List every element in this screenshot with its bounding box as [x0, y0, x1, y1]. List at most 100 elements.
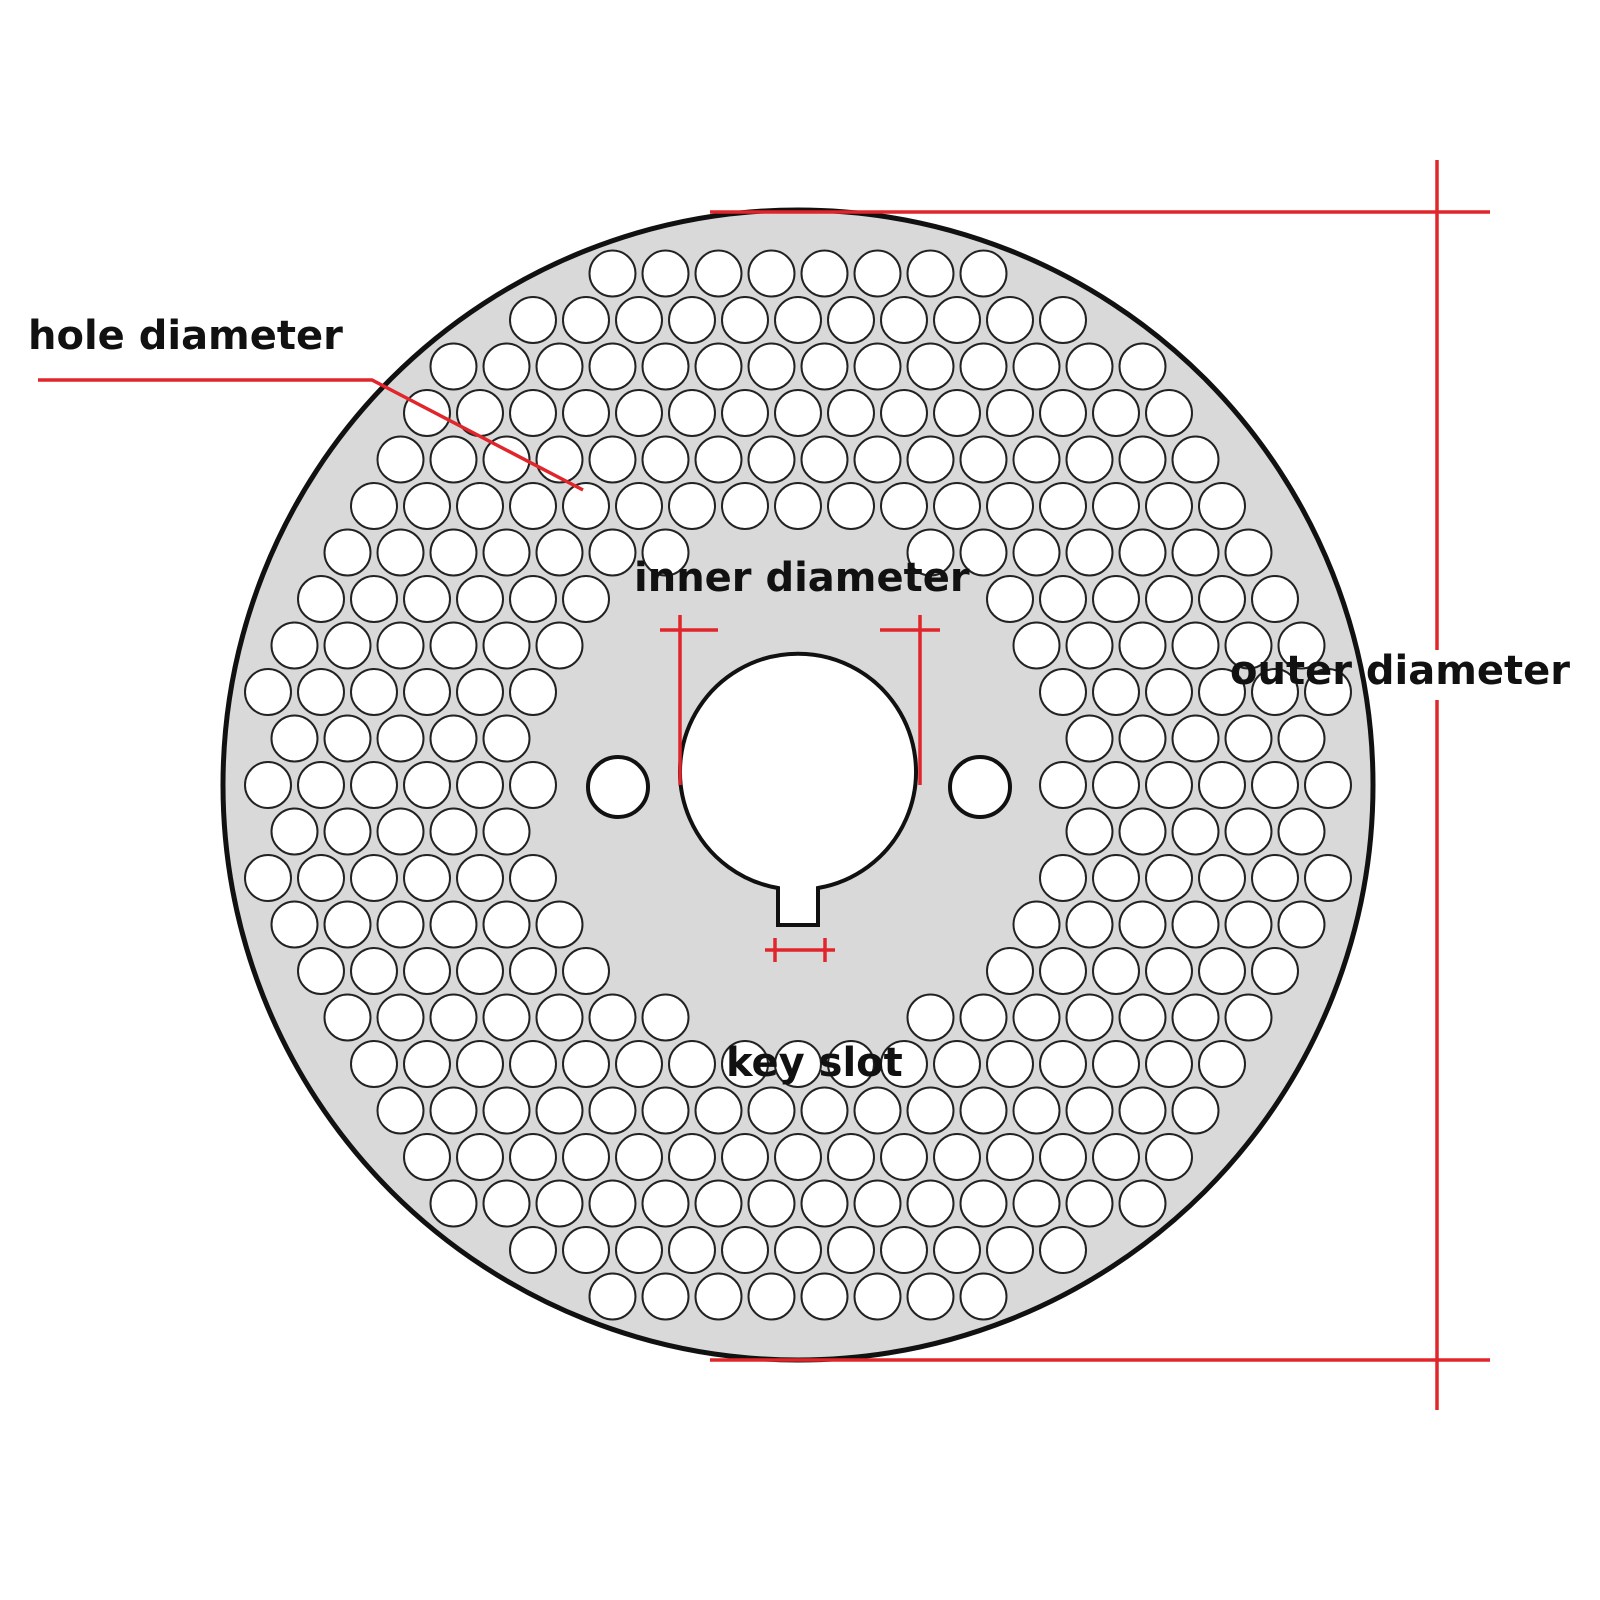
- pellet-hole: [668, 1040, 716, 1088]
- pellet-hole: [1039, 575, 1087, 623]
- pellet-hole: [1039, 668, 1087, 716]
- pellet-holes: [244, 249, 1352, 1321]
- pellet-hole: [535, 528, 584, 577]
- pellet-hole: [986, 389, 1034, 437]
- outer-diameter-label: outer diameter: [1230, 648, 1570, 694]
- pellet-hole: [906, 435, 955, 484]
- pellet-hole: [350, 947, 398, 995]
- pellet-hole: [350, 1040, 398, 1088]
- pellet-hole: [297, 854, 345, 902]
- pellet-hole: [509, 389, 557, 437]
- pellet-hole: [641, 435, 690, 484]
- pellet-hole: [376, 528, 425, 577]
- pellet-hole: [747, 342, 796, 391]
- pellet-hole: [403, 575, 451, 623]
- pellet-hole: [986, 575, 1034, 623]
- pellet-hole: [774, 296, 822, 344]
- pellet-hole: [429, 993, 478, 1042]
- pellet-hole: [641, 342, 690, 391]
- pellet-hole: [1224, 900, 1273, 949]
- pellet-hole: [1224, 807, 1273, 856]
- pellet-hole: [1251, 575, 1299, 623]
- pellet-hole: [1039, 389, 1087, 437]
- pellet-hole: [1118, 342, 1167, 391]
- pellet-hole: [376, 435, 425, 484]
- pellet-hole: [959, 342, 1008, 391]
- pellet-hole: [774, 1226, 822, 1274]
- pellet-hole: [270, 900, 319, 949]
- pellet-hole: [1277, 807, 1326, 856]
- pellet-hole: [1092, 761, 1140, 809]
- pellet-hole: [986, 482, 1034, 530]
- pellet-hole: [615, 389, 663, 437]
- pellet-hole: [1145, 1040, 1193, 1088]
- pellet-hole: [615, 1226, 663, 1274]
- pellet-hole: [1224, 714, 1273, 763]
- pellet-hole: [641, 528, 690, 577]
- pellet-hole: [774, 482, 822, 530]
- pellet-hole: [535, 900, 584, 949]
- pellet-hole: [403, 1040, 451, 1088]
- pellet-hole: [1171, 807, 1220, 856]
- pellet-hole: [588, 528, 637, 577]
- pellet-hole: [933, 1040, 981, 1088]
- pellet-hole: [1092, 947, 1140, 995]
- pellet-hole: [615, 296, 663, 344]
- pellet-hole: [1039, 482, 1087, 530]
- pellet-hole: [1092, 1040, 1140, 1088]
- pellet-hole: [244, 668, 292, 716]
- pellet-hole: [800, 1179, 849, 1228]
- pellet-hole: [1092, 575, 1140, 623]
- pellet-hole: [535, 621, 584, 670]
- pellet-hole: [1171, 528, 1220, 577]
- pellet-hole: [1198, 761, 1246, 809]
- pellet-hole: [482, 621, 531, 670]
- pellet-hole: [1145, 575, 1193, 623]
- pellet-hole: [509, 575, 557, 623]
- pellet-hole: [270, 714, 319, 763]
- pellet-hole: [668, 389, 716, 437]
- pellet-hole: [403, 389, 451, 437]
- pellet-hole: [986, 1226, 1034, 1274]
- pellet-hole: [747, 1179, 796, 1228]
- pellet-hole: [906, 249, 955, 298]
- pellet-hole: [1224, 528, 1273, 577]
- pellet-hole: [588, 1086, 637, 1135]
- pellet-hole: [403, 1133, 451, 1181]
- pellet-hole: [429, 528, 478, 577]
- pellet-hole: [588, 249, 637, 298]
- pellet-hole: [1092, 482, 1140, 530]
- pellet-hole: [244, 854, 292, 902]
- pellet-hole: [986, 947, 1034, 995]
- pellet-hole: [1145, 1133, 1193, 1181]
- pellet-hole: [933, 296, 981, 344]
- pellet-hole: [1118, 714, 1167, 763]
- pellet-hole: [827, 1133, 875, 1181]
- pellet-hole: [1145, 668, 1193, 716]
- pellet-hole: [880, 1133, 928, 1181]
- pellet-hole: [827, 482, 875, 530]
- pellet-hole: [376, 621, 425, 670]
- pellet-hole: [1012, 1179, 1061, 1228]
- pellet-hole: [906, 342, 955, 391]
- pellet-hole: [1092, 854, 1140, 902]
- pellet-hole: [906, 528, 955, 577]
- pellet-hole: [509, 296, 557, 344]
- pellet-hole: [323, 993, 372, 1042]
- pellet-hole: [429, 714, 478, 763]
- pellet-hole: [880, 389, 928, 437]
- pellet-hole: [959, 249, 1008, 298]
- pellet-hole: [429, 621, 478, 670]
- pellet-hole: [853, 1272, 902, 1321]
- pellet-hole: [906, 1179, 955, 1228]
- pellet-hole: [350, 482, 398, 530]
- pellet-hole: [1012, 528, 1061, 577]
- pellet-hole: [376, 714, 425, 763]
- pellet-hole: [429, 1086, 478, 1135]
- pellet-hole: [933, 389, 981, 437]
- pellet-hole: [1065, 1179, 1114, 1228]
- pellet-hole: [800, 249, 849, 298]
- pellet-hole: [853, 1179, 902, 1228]
